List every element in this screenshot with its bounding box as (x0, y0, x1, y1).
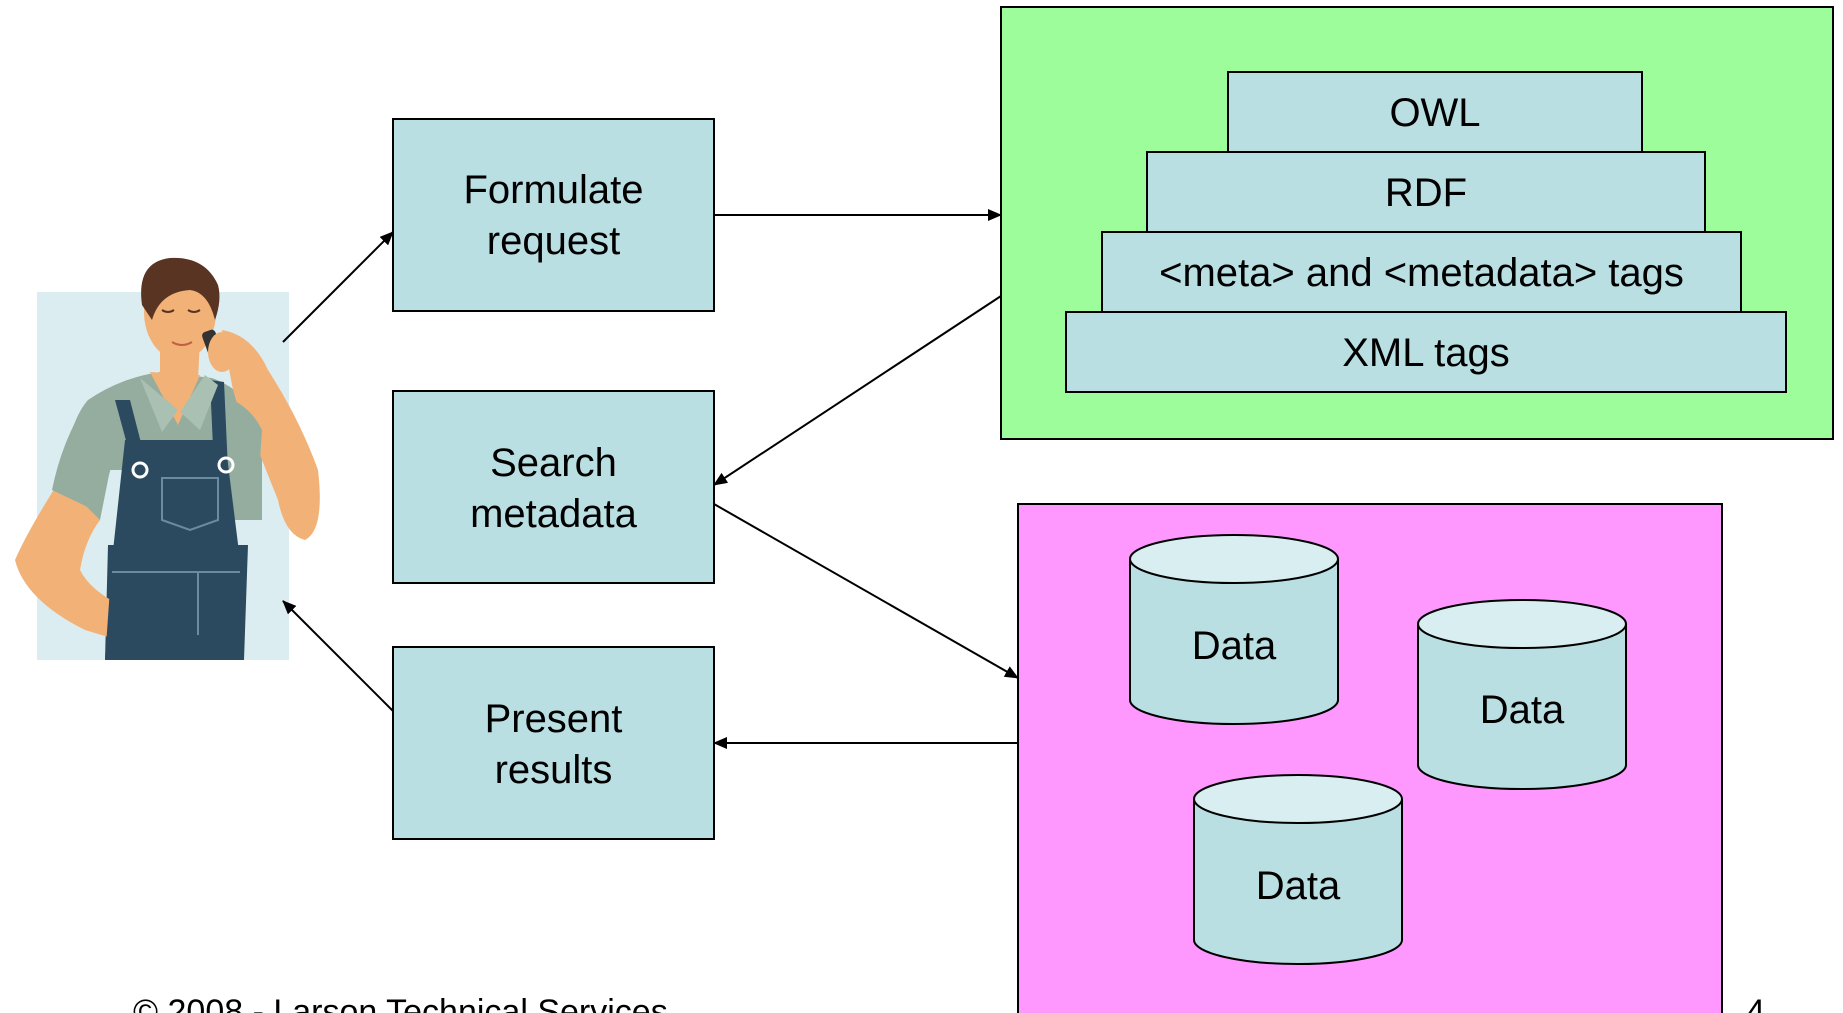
database-cylinder-1-label: Data (1192, 624, 1277, 668)
footer-copyright: © 2008 - Larson Technical Services (133, 993, 668, 1013)
database-cylinder-2: Data (1417, 599, 1627, 790)
database-cylinder-2-label: Data (1480, 688, 1565, 732)
xml-tags-layer-label: XML tags (1342, 331, 1509, 375)
formulate-request-label-line2: request (487, 219, 620, 263)
owl-layer: OWL (1227, 71, 1643, 153)
search-metadata-label-line2: metadata (470, 492, 638, 536)
arrow-search-to-data (713, 503, 1019, 679)
formulate-request-box: Formulate request (392, 118, 715, 312)
search-metadata-box: Search metadata (392, 390, 715, 584)
meta-tags-layer-label: <meta> and <metadata> tags (1159, 251, 1684, 295)
present-results-label-line2: results (495, 748, 613, 792)
arrow-user-to-formulate (282, 231, 394, 343)
rdf-layer: RDF (1146, 151, 1706, 233)
owl-layer-label: OWL (1389, 91, 1480, 135)
meta-tags-layer: <meta> and <metadata> tags (1101, 231, 1742, 313)
formulate-request-label-line1: Formulate (463, 168, 643, 212)
database-cylinder-1: Data (1129, 534, 1339, 725)
present-results-box: Present results (392, 646, 715, 840)
xml-tags-layer: XML tags (1065, 311, 1787, 393)
present-results-label-line1: Present (485, 697, 623, 741)
connectors (282, 209, 1019, 749)
search-metadata-label-line1: Search (490, 441, 617, 485)
metadata-panel: OWL RDF <meta> and <metadata> tags XML t… (1000, 6, 1834, 440)
user-on-phone-illustration (15, 257, 320, 660)
page-number: 4 (1746, 993, 1765, 1013)
data-panel: Data Data Data (1017, 503, 1723, 1013)
database-cylinder-3: Data (1193, 774, 1403, 965)
arrow-present-to-user (282, 600, 394, 712)
rdf-layer-label: RDF (1385, 171, 1467, 215)
arrow-metadata-to-search (713, 295, 1002, 486)
database-cylinder-3-label: Data (1256, 864, 1341, 908)
